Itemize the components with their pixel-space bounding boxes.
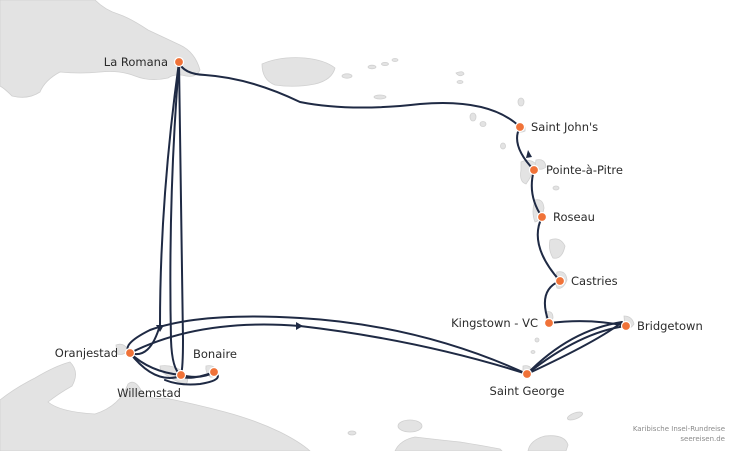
route-arrow-icon [156,325,164,332]
port-marker-willemstad[interactable] [175,369,187,381]
route-arrow-icon [296,322,303,330]
port-label-willemstad: Willemstad [117,386,181,400]
port-label-roseau: Roseau [553,210,595,224]
port-label-castries: Castries [571,274,618,288]
cruise-route [126,61,627,386]
port-label-bridgetown: Bridgetown [637,319,703,333]
port-labels: La Romana Saint John's Pointe-à-Pitre Ro… [55,55,703,400]
port-label-la-romana: La Romana [104,55,168,69]
port-marker-bridgetown[interactable] [620,320,632,332]
credit-line-1: Karibische Insel-Rundreise [633,425,725,433]
port-marker-la-romana[interactable] [173,56,185,68]
port-label-oranjestad: Oranjestad [55,346,118,360]
port-label-kingstown: Kingstown - VC [451,316,538,330]
route-arrow-icon [526,150,532,158]
port-marker-oranjestad[interactable] [124,347,136,359]
land-masses [0,0,635,451]
port-markers [124,56,632,381]
port-label-bonaire: Bonaire [193,347,237,361]
port-label-pointe-a-pitre: Pointe-à-Pitre [546,163,623,177]
port-marker-castries[interactable] [554,275,566,287]
port-marker-roseau[interactable] [536,211,548,223]
port-marker-saint-george[interactable] [521,368,533,380]
port-marker-kingstown[interactable] [543,317,555,329]
map-credit: Karibische Insel-Rundreise seereisen.de [633,425,725,443]
port-marker-pointe-a-pitre[interactable] [528,164,540,176]
port-marker-saint-johns[interactable] [514,121,526,133]
port-marker-bonaire[interactable] [208,366,220,378]
port-label-saint-johns: Saint John's [531,120,598,134]
port-label-saint-george: Saint George [490,384,565,398]
credit-line-2: seereisen.de [680,435,725,443]
